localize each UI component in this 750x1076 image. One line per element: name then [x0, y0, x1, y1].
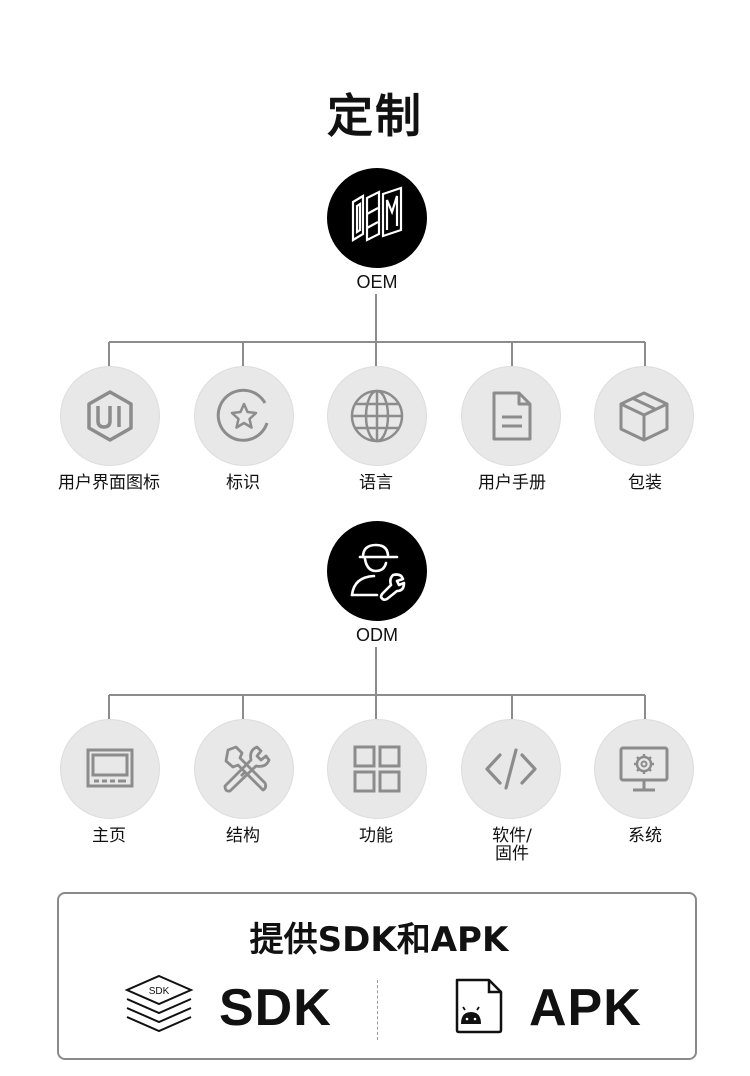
sdk-stack-icon: SDK: [124, 974, 194, 1033]
oem-hub: [327, 168, 427, 268]
sdk-apk-panel: 提供SDK和APK SDK SDK APK: [57, 892, 697, 1060]
odm-item-software-label: 软件/: [492, 826, 532, 846]
globe-icon: [350, 389, 404, 443]
ui-icon: [87, 390, 133, 442]
sdk-apk-title: 提供SDK和APK: [249, 920, 509, 960]
oem-item-ui-icons: [60, 366, 160, 466]
screen-icon: [86, 748, 134, 788]
odm-hub: [327, 521, 427, 621]
oem-item-language-label: 语言: [359, 473, 393, 493]
code-icon: [485, 748, 537, 790]
apk-label: APK: [529, 979, 642, 1037]
odm-item-homepage-label: 主页: [92, 826, 126, 846]
android-file-icon: [455, 978, 503, 1034]
odm-item-function-label: 功能: [359, 826, 393, 846]
odm-label: ODM: [356, 625, 398, 645]
odm-item-system-label: 系统: [628, 826, 662, 846]
oem-label: OEM: [356, 272, 398, 292]
sdk-label: SDK: [219, 979, 332, 1037]
oem-item-packaging-label: 包装: [628, 473, 662, 493]
oem-item-ui-icons-label: 用户界面图标: [58, 473, 160, 493]
page-title: 定制: [327, 89, 423, 143]
panel-divider: [377, 980, 378, 1040]
oem-item-manual: [461, 366, 561, 466]
document-icon: [492, 391, 532, 441]
odm-item-software: [461, 719, 561, 819]
sdk-badge-text: SDK: [149, 986, 170, 997]
monitor-gear-icon: [619, 746, 669, 792]
star-badge-icon: [216, 388, 269, 442]
grid-icon: [353, 745, 401, 793]
oem-item-logo: [194, 366, 294, 466]
odm-item-structure-label: 结构: [226, 826, 260, 846]
oem-item-manual-label: 用户手册: [478, 473, 546, 493]
engineer-wrench-icon: [350, 543, 406, 601]
oem-logo-icon: [351, 186, 403, 242]
odm-item-structure: [194, 719, 294, 819]
odm-item-homepage: [60, 719, 160, 819]
oem-item-packaging: [594, 366, 694, 466]
oem-item-language: [327, 366, 427, 466]
oem-item-logo-label: 标识: [226, 473, 260, 493]
odm-item-system: [594, 719, 694, 819]
tools-icon: [223, 745, 271, 793]
package-box-icon: [619, 391, 669, 442]
odm-item-firmware-label: 固件: [495, 844, 529, 864]
odm-item-function: [327, 719, 427, 819]
